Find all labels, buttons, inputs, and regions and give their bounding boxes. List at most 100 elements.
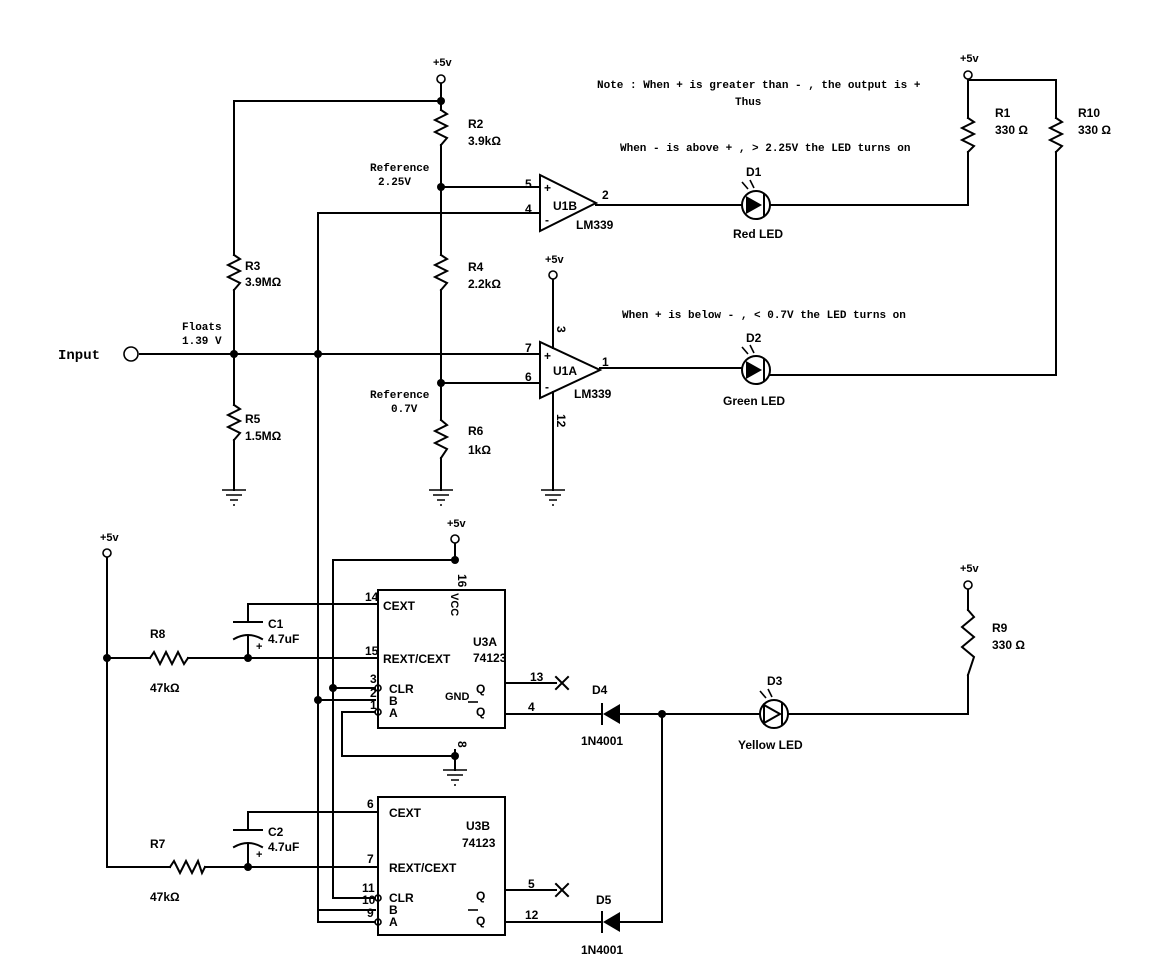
u3a-clr: CLR xyxy=(389,682,414,696)
d2-label: Green LED xyxy=(723,394,785,408)
u3a-name: U3A xyxy=(473,635,497,649)
supply-terminal: +5v xyxy=(447,518,467,544)
floats-label: Floats xyxy=(182,322,222,334)
u3a-pin-qbar: 4 xyxy=(528,700,535,714)
resistor-r7 xyxy=(168,858,207,876)
d4-name: D4 xyxy=(592,683,608,697)
diode-d5 xyxy=(601,911,620,933)
u3b-pin-cext: 6 xyxy=(367,797,374,811)
note-line-2: Thus xyxy=(735,97,761,109)
r2-name: R2 xyxy=(468,117,484,131)
opamp-plus-sign: + xyxy=(544,349,551,363)
u3b-part: 74123 xyxy=(462,836,496,850)
u1b-pin-minus: 4 xyxy=(525,202,532,216)
u3b-pin-qbar: 12 xyxy=(525,908,539,922)
c2-name: C2 xyxy=(268,825,284,839)
u3a-pin-q: 13 xyxy=(530,670,544,684)
supply-terminal: +5v xyxy=(545,254,565,280)
d5-name: D5 xyxy=(596,893,612,907)
chip-u3b xyxy=(374,796,506,936)
ground-symbol xyxy=(541,489,565,506)
r4-value: 2.2kΩ xyxy=(468,277,501,291)
resistor-r8 xyxy=(148,649,190,667)
reference-low-voltage: 0.7V xyxy=(391,404,418,416)
supply-label: +5v xyxy=(447,518,467,530)
resistor-r5 xyxy=(225,403,243,442)
r5-name: R5 xyxy=(245,412,261,426)
resistor-r3 xyxy=(225,253,243,292)
r2-value: 3.9kΩ xyxy=(468,134,501,148)
r7-value: 47kΩ xyxy=(150,890,180,904)
supply-label: +5v xyxy=(100,532,120,544)
u3b-pin-rext: 7 xyxy=(367,852,374,866)
opamp-minus-sign: - xyxy=(545,380,549,394)
reference-high-label: Reference xyxy=(370,163,430,175)
u3a-gnd: GND xyxy=(445,691,470,703)
r9-name: R9 xyxy=(992,621,1008,635)
led-d2 xyxy=(741,344,771,385)
u3b-pin-q: 5 xyxy=(528,877,535,891)
r1-value: 330 Ω xyxy=(995,123,1028,137)
note-line-4: When + is below - , < 0.7V the LED turns… xyxy=(622,310,906,322)
r5-value: 1.5MΩ xyxy=(245,429,282,443)
d5-part: 1N4001 xyxy=(581,943,623,957)
supply-label: +5v xyxy=(433,57,453,69)
u3b-name: U3B xyxy=(466,819,490,833)
u1a-part: LM339 xyxy=(574,387,612,401)
led-d3 xyxy=(759,688,789,729)
u3b-a: A xyxy=(389,915,398,929)
note-line-1: Note : When + is greater than - , the ou… xyxy=(597,80,921,92)
resistor-r9 xyxy=(960,608,976,677)
resistor-r2 xyxy=(432,108,450,147)
capacitor-c1: + xyxy=(232,621,264,653)
u3a-rext: REXT/CEXT xyxy=(383,652,451,666)
u3a-pin-vcc: 16 xyxy=(455,574,469,588)
note-line-3: When - is above + , > 2.25V the LED turn… xyxy=(620,143,910,155)
input-label: Input xyxy=(58,348,100,364)
d2-name: D2 xyxy=(746,331,762,345)
opamp-minus-sign: - xyxy=(545,213,549,227)
d3-name: D3 xyxy=(767,674,783,688)
input-terminal: Input xyxy=(58,346,139,364)
reference-low-label: Reference xyxy=(370,390,430,402)
u3b-pin-clr: 11 xyxy=(362,881,375,895)
r8-name: R8 xyxy=(150,627,166,641)
r9-value: 330 Ω xyxy=(992,638,1025,652)
u1b-pin-plus: 5 xyxy=(525,177,532,191)
resistor-r6 xyxy=(432,418,450,460)
u1a-pin-out: 1 xyxy=(602,355,609,369)
u3a-a: A xyxy=(389,706,398,720)
resistor-r10 xyxy=(1047,116,1065,154)
ground-symbol xyxy=(429,489,453,506)
u3b-cext: CEXT xyxy=(389,806,422,820)
u3a-b: B xyxy=(389,694,398,708)
no-connect-mark xyxy=(554,675,570,691)
supply-terminal: +5v xyxy=(960,53,980,80)
r3-name: R3 xyxy=(245,259,261,273)
ground-symbol xyxy=(222,489,246,506)
u3b-q: Q xyxy=(476,889,485,903)
r4-name: R4 xyxy=(468,260,484,274)
r6-name: R6 xyxy=(468,424,484,438)
u3b-rext: REXT/CEXT xyxy=(389,861,457,875)
u3b-pin-a: 9 xyxy=(367,906,374,920)
u3a-qbar: Q xyxy=(476,705,485,719)
supply-label: +5v xyxy=(960,53,980,65)
u1a-pin-plus: 7 xyxy=(525,341,532,355)
u3a-part: 74123 xyxy=(473,651,507,665)
reference-high-voltage: 2.25V xyxy=(378,177,411,189)
u1b-pin-out: 2 xyxy=(602,188,609,202)
led-d1 xyxy=(741,179,771,220)
u1a-pin-minus: 6 xyxy=(525,370,532,384)
c1-name: C1 xyxy=(268,617,284,631)
u1a-pin-gnd: 12 xyxy=(554,414,568,428)
u3a-pin-rext: 15 xyxy=(365,644,379,658)
u3b-pin-b: 10 xyxy=(362,893,376,907)
opamp-plus-sign: + xyxy=(544,181,551,195)
capacitor-plus: + xyxy=(256,849,262,861)
r10-value: 330 Ω xyxy=(1078,123,1111,137)
c1-value: 4.7uF xyxy=(268,632,299,646)
u1b-name: U1B xyxy=(553,199,577,213)
d1-label: Red LED xyxy=(733,227,783,241)
